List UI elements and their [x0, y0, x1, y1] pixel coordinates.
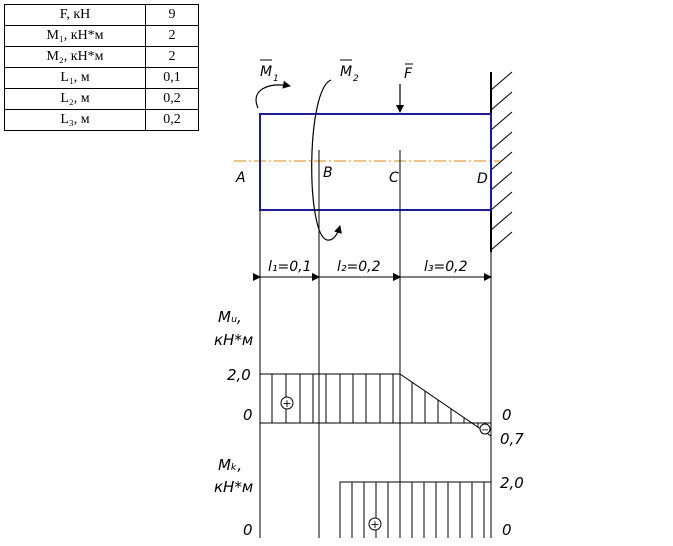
table-row: L₃, м 0,2	[4, 109, 199, 131]
param-name: M₂, кН*м	[4, 46, 146, 68]
table-row: M₂, кН*м 2	[4, 46, 199, 68]
bending-minus-sign	[479, 423, 491, 435]
moment-m1-arrow: M 1	[255, 59, 291, 109]
point-b-label: B	[323, 165, 333, 181]
bending-plus-sign	[280, 396, 294, 410]
bending-title-line2: кН*м	[214, 331, 253, 349]
torque-diagram: Mₖ, кН*м + 2,0 0 0	[214, 456, 524, 539]
length-l1-label: l₁=0,1	[268, 259, 312, 275]
torque-plus-sign	[368, 517, 382, 531]
point-d-label: D	[477, 171, 488, 187]
force-f-arrow: F	[396, 63, 413, 113]
parameters-table: F, кН 9 M₁, кН*м 2 M₂, кН*м 2 L₁, м 0,1 …	[4, 4, 199, 131]
fixed-support	[490, 71, 513, 252]
torque-right-top-value: 2,0	[500, 474, 524, 492]
moment-m1-subscript: 1	[273, 74, 279, 84]
param-name: L₂, м	[4, 88, 146, 110]
moment-m2-label: M	[340, 64, 352, 80]
torque-title-line2: кН*м	[214, 478, 253, 496]
section-lines	[259, 150, 492, 538]
torque-right-zero: 0	[502, 521, 512, 539]
torque-left-zero: 0	[243, 521, 253, 539]
point-a-label: A	[235, 170, 246, 186]
torque-plus-text: +	[370, 518, 379, 531]
length-dimensions: l₁=0,1 l₂=0,2 l₃=0,2	[253, 259, 492, 281]
bending-left-zero: 0	[243, 406, 253, 424]
param-value: 0,2	[145, 109, 199, 131]
point-c-label: C	[389, 170, 399, 186]
length-l3-label: l₃=0,2	[424, 259, 468, 275]
bending-left-top-value: 2,0	[227, 366, 251, 384]
moment-m1-label: M	[260, 64, 272, 80]
bending-right-zero: 0	[502, 406, 512, 424]
beam	[259, 113, 492, 211]
bending-minus-text: −	[481, 425, 489, 436]
param-name: L₃, м	[4, 109, 146, 131]
bending-moment-diagram: Mᵤ, кН*м	[214, 308, 524, 448]
length-l2-label: l₂=0,2	[337, 259, 381, 275]
bending-plus-text: +	[282, 397, 291, 410]
force-f-label: F	[404, 66, 413, 82]
moment-m2-subscript: 2	[353, 74, 359, 84]
moment-m2-arrow: M 2	[311, 59, 359, 241]
torque-title-line1: Mₖ,	[218, 456, 242, 474]
bending-title-line1: Mᵤ,	[218, 308, 242, 326]
bending-right-bottom-value: 0,7	[500, 430, 524, 448]
